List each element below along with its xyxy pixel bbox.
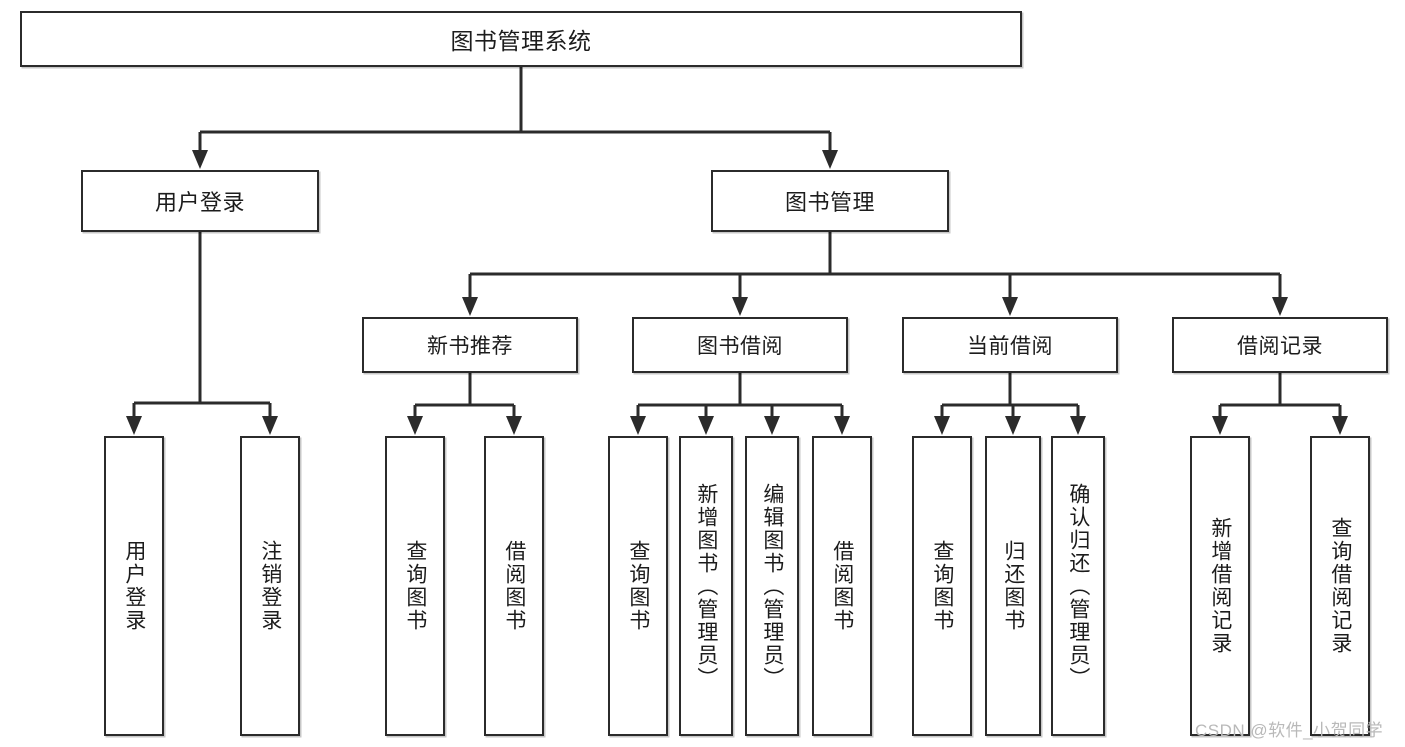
node-label-leaf-logout: 注销登录: [258, 540, 282, 632]
arrowhead-icon: [698, 416, 714, 435]
node-label-leaf-borrow-book-2: 借阅图书: [830, 540, 854, 632]
node-leaf-query-book-1[interactable]: 查询图书: [385, 436, 445, 736]
node-leaf-confirm-return[interactable]: 确认归还（管理员）: [1051, 436, 1105, 736]
node-leaf-add-book[interactable]: 新增图书（管理员）: [679, 436, 733, 736]
node-book-borrow[interactable]: 图书借阅: [632, 317, 848, 373]
node-label-user-login: 用户登录: [154, 190, 245, 215]
node-label-book-borrow: 图书借阅: [697, 335, 783, 358]
node-borrow-record[interactable]: 借阅记录: [1172, 317, 1388, 373]
csdn-watermark: CSDN @软件_小贺同学: [1195, 721, 1384, 740]
node-current-borrow[interactable]: 当前借阅: [902, 317, 1118, 373]
node-leaf-return-book[interactable]: 归还图书: [985, 436, 1041, 736]
node-book-manage[interactable]: 图书管理: [711, 170, 949, 232]
node-leaf-user-login[interactable]: 用户登录: [104, 436, 164, 736]
arrowhead-icon: [192, 150, 208, 169]
arrowhead-icon: [764, 416, 780, 435]
node-label-leaf-query-record: 查询借阅记录: [1328, 517, 1352, 655]
arrowhead-icon: [1005, 416, 1021, 435]
node-leaf-borrow-book-1[interactable]: 借阅图书: [484, 436, 544, 736]
node-leaf-add-record[interactable]: 新增借阅记录: [1190, 436, 1250, 736]
arrowhead-icon: [732, 297, 748, 316]
arrowhead-icon: [1002, 297, 1018, 316]
arrowhead-icon: [126, 416, 142, 435]
node-leaf-edit-book[interactable]: 编辑图书（管理员）: [745, 436, 799, 736]
arrowhead-icon: [822, 150, 838, 169]
connector-group-root: [192, 67, 838, 169]
arrowhead-icon: [834, 416, 850, 435]
connector-group-book-borrow: [630, 373, 850, 435]
connector-group-new-book-recommend: [407, 373, 522, 435]
node-label-root: 图书管理系统: [450, 28, 592, 54]
node-new-book-recommend[interactable]: 新书推荐: [362, 317, 578, 373]
node-leaf-borrow-book-2[interactable]: 借阅图书: [812, 436, 872, 736]
arrowhead-icon: [1212, 416, 1228, 435]
node-label-current-borrow: 当前借阅: [967, 335, 1053, 358]
arrowhead-icon: [630, 416, 646, 435]
arrowhead-icon: [407, 416, 423, 435]
node-user-login[interactable]: 用户登录: [81, 170, 319, 232]
node-label-book-manage: 图书管理: [784, 190, 875, 215]
node-label-leaf-return-book: 归还图书: [1001, 540, 1025, 632]
node-label-leaf-query-book-2: 查询图书: [626, 540, 650, 632]
node-label-leaf-query-book-3: 查询图书: [930, 540, 954, 632]
connector-group-current-borrow: [934, 373, 1086, 435]
node-label-leaf-confirm-return: 确认归还（管理员）: [1066, 482, 1090, 690]
node-label-leaf-edit-book: 编辑图书（管理员）: [760, 482, 784, 690]
node-root[interactable]: 图书管理系统: [20, 11, 1022, 67]
arrowhead-icon: [1332, 416, 1348, 435]
node-label-new-book-recommend: 新书推荐: [427, 335, 513, 358]
node-label-leaf-borrow-book-1: 借阅图书: [502, 540, 526, 632]
node-leaf-query-record[interactable]: 查询借阅记录: [1310, 436, 1370, 736]
node-label-leaf-add-record: 新增借阅记录: [1208, 517, 1232, 655]
node-label-leaf-query-book-1: 查询图书: [403, 540, 427, 632]
arrowhead-icon: [506, 416, 522, 435]
node-label-borrow-record: 借阅记录: [1237, 335, 1323, 358]
arrowhead-icon: [1070, 416, 1086, 435]
arrowhead-icon: [262, 416, 278, 435]
arrowhead-icon: [1272, 297, 1288, 316]
node-leaf-logout[interactable]: 注销登录: [240, 436, 300, 736]
connector-group-book-manage: [462, 232, 1288, 316]
node-leaf-query-book-3[interactable]: 查询图书: [912, 436, 972, 736]
node-label-leaf-add-book: 新增图书（管理员）: [694, 482, 718, 690]
arrowhead-icon: [934, 416, 950, 435]
connector-group-user-login: [126, 232, 278, 435]
node-leaf-query-book-2[interactable]: 查询图书: [608, 436, 668, 736]
connector-group-borrow-record: [1212, 373, 1348, 435]
node-label-leaf-user-login: 用户登录: [122, 540, 146, 632]
arrowhead-icon: [462, 297, 478, 316]
